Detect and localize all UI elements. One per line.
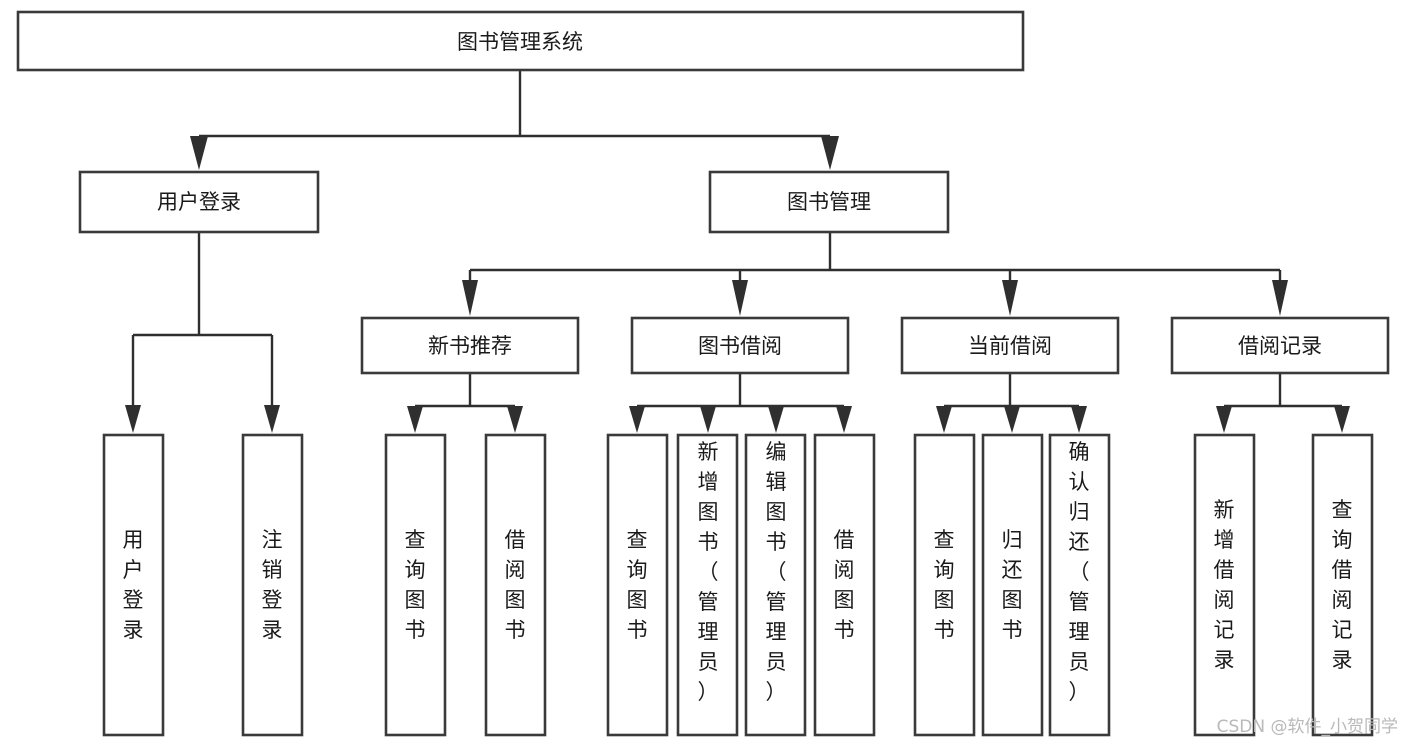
node-leaf-query-book-current-box[interactable]: [913, 433, 976, 737]
node-leaf-query-book-borrow-label: 查询图书: [627, 528, 648, 642]
node-book-management-label: 图书管理: [787, 190, 871, 214]
arrow-head-leaf-borrow-book: [836, 406, 852, 433]
node-leaf-add-borrow-record-box[interactable]: [1193, 433, 1256, 737]
arrow-head-user-login: [190, 136, 208, 170]
node-leaf-user-login-box[interactable]: [102, 433, 165, 737]
node-leaf-logout-login-label: 注销登录: [262, 528, 283, 642]
node-book-management[interactable]: 图书管理: [708, 170, 950, 234]
node-leaf-query-book-borrow[interactable]: 查询图书: [606, 433, 669, 737]
arrow-head-leaf-query-borrow-record: [1334, 406, 1350, 433]
node-book-borrow-label: 图书借阅: [698, 334, 782, 358]
arrow-head-leaf-query-book-current: [936, 406, 952, 433]
node-leaf-query-borrow-record-box[interactable]: [1311, 433, 1374, 737]
arrow-head-current-borrow: [1002, 280, 1018, 316]
node-book-management-box[interactable]: [708, 170, 950, 234]
node-leaf-add-book-admin[interactable]: 新增图书（管理员）: [676, 433, 739, 737]
node-leaf-logout-login[interactable]: 注销登录: [241, 433, 304, 737]
csdn-watermark: CSDN @软件_小贺同学: [1217, 717, 1398, 737]
node-leaf-query-book-recommend-box[interactable]: [384, 433, 447, 737]
node-leaf-query-book-borrow-box[interactable]: [606, 433, 669, 737]
node-leaf-borrow-book[interactable]: 借阅图书: [813, 433, 876, 737]
node-current-borrow-label: 当前借阅: [968, 334, 1052, 358]
node-leaf-confirm-return-admin-box[interactable]: [1048, 433, 1111, 737]
node-leaf-logout-login-box[interactable]: [241, 433, 304, 737]
node-user-login[interactable]: 用户登录: [78, 170, 320, 234]
node-leaf-query-borrow-record-label: 查询借阅记录: [1332, 498, 1353, 672]
node-borrow-records-box[interactable]: [1170, 316, 1390, 375]
arrow-head-leaf-user-login: [125, 405, 141, 433]
arrow-head-leaf-add-borrow-record: [1216, 406, 1232, 433]
node-new-book-recommend-box[interactable]: [360, 316, 580, 375]
node-new-book-recommend-label: 新书推荐: [428, 334, 512, 358]
arrow-head-leaf-edit-book-admin: [768, 406, 784, 433]
node-root-label: 图书管理系统: [457, 30, 583, 54]
node-leaf-user-login[interactable]: 用户登录: [102, 433, 165, 737]
node-leaf-confirm-return-admin[interactable]: 确认归还（管理员）: [1048, 433, 1111, 737]
node-leaf-return-book[interactable]: 归还图书: [981, 433, 1044, 737]
node-leaf-query-book-recommend[interactable]: 查询图书: [384, 433, 447, 737]
node-leaf-query-book-current[interactable]: 查询图书: [913, 433, 976, 737]
node-leaf-confirm-return-admin-label: 确认归还（管理员）: [1069, 440, 1090, 704]
node-new-book-recommend[interactable]: 新书推荐: [360, 316, 580, 375]
node-leaf-return-book-box[interactable]: [981, 433, 1044, 737]
node-leaf-add-borrow-record-label: 新增借阅记录: [1214, 498, 1235, 672]
arrow-head-leaf-return-book: [1004, 406, 1020, 433]
node-borrow-records-label: 借阅记录: [1238, 334, 1322, 358]
node-book-borrow-box[interactable]: [630, 316, 850, 375]
node-leaf-add-book-admin-label: 新增图书（管理员）: [698, 440, 719, 704]
node-current-borrow-box[interactable]: [900, 316, 1120, 375]
connector-layer: [125, 70, 1350, 433]
node-leaf-query-book-recommend-label: 查询图书: [405, 528, 426, 642]
node-layer: 图书管理系统 用户登录 图书管理 新书推荐 图书借阅 当前借阅 借阅记录: [16, 10, 1390, 737]
node-root[interactable]: 图书管理系统: [16, 10, 1025, 72]
node-leaf-borrow-book-box[interactable]: [813, 433, 876, 737]
node-leaf-add-borrow-record[interactable]: 新增借阅记录: [1193, 433, 1256, 737]
node-leaf-borrow-book-recommend[interactable]: 借阅图书: [484, 433, 547, 737]
node-current-borrow[interactable]: 当前借阅: [900, 316, 1120, 375]
arrow-head-leaf-query-book-recommend: [407, 406, 423, 433]
arrow-head-leaf-add-book-admin: [700, 406, 716, 433]
node-user-login-box[interactable]: [78, 170, 320, 234]
node-leaf-add-book-admin-box[interactable]: [676, 433, 739, 737]
node-leaf-borrow-book-label: 借阅图书: [834, 528, 855, 642]
arrow-head-borrow-records: [1272, 280, 1288, 316]
node-leaf-edit-book-admin[interactable]: 编辑图书（管理员）: [744, 433, 807, 737]
node-leaf-edit-book-admin-label: 编辑图书（管理员）: [766, 440, 787, 704]
arrow-head-leaf-confirm-return-admin: [1071, 406, 1087, 433]
node-root-box[interactable]: [16, 10, 1025, 72]
node-leaf-borrow-book-recommend-label: 借阅图书: [505, 528, 526, 642]
arrow-head-new-book-recommend: [462, 280, 478, 316]
arrow-head-book-management: [821, 136, 839, 170]
arrow-head-leaf-borrow-book-recommend: [507, 406, 523, 433]
node-leaf-return-book-label: 归还图书: [1002, 528, 1023, 642]
node-user-login-label: 用户登录: [157, 190, 241, 214]
arrow-head-leaf-query-book-borrow: [629, 406, 645, 433]
node-borrow-records[interactable]: 借阅记录: [1170, 316, 1390, 375]
node-leaf-query-borrow-record[interactable]: 查询借阅记录: [1311, 433, 1374, 737]
node-book-borrow[interactable]: 图书借阅: [630, 316, 850, 375]
node-leaf-query-book-current-label: 查询图书: [934, 528, 955, 642]
node-leaf-borrow-book-recommend-box[interactable]: [484, 433, 547, 737]
node-leaf-edit-book-admin-box[interactable]: [744, 433, 807, 737]
arrow-head-leaf-logout-login: [264, 405, 280, 433]
arrow-head-book-borrow: [732, 280, 748, 316]
node-leaf-user-login-label: 用户登录: [123, 528, 144, 642]
